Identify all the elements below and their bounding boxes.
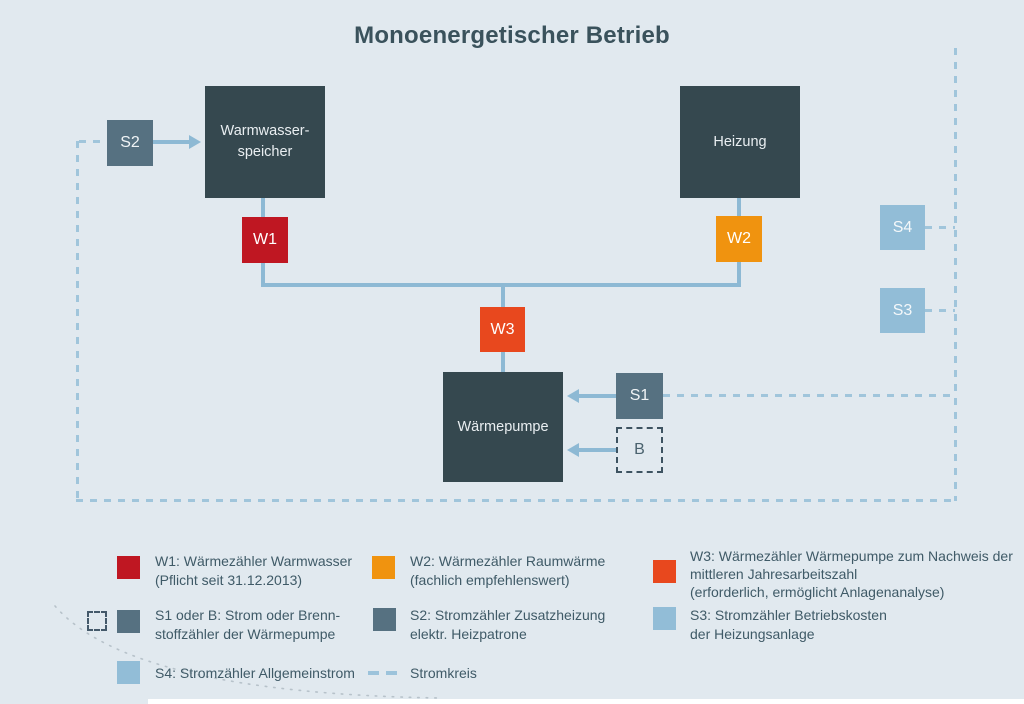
node-meter-b: B	[616, 427, 663, 473]
arrow-s2-to-warmwasser-line	[153, 140, 190, 144]
node-meter-s3-label: S3	[892, 301, 913, 319]
node-heizung: Heizung	[680, 86, 800, 198]
diagram-title: Monoenergetischer Betrieb	[354, 22, 670, 49]
stromkreis-left-vertical	[76, 141, 79, 501]
stromkreis-s4-connector	[925, 226, 955, 229]
arrow-b-to-waermepumpe-line	[578, 448, 616, 452]
arrow-s1-to-waermepumpe-line	[578, 394, 616, 398]
node-meter-s1: S1	[616, 373, 663, 419]
legend-text-s1b: S1 oder B: Strom oder Brenn- stoffzähler…	[155, 607, 341, 642]
node-waermepumpe-label: Wärmepumpe	[457, 418, 549, 435]
node-meter-w3-label: W3	[490, 320, 515, 338]
legend-swatch-b-dashed	[87, 611, 107, 631]
legend-swatch-s3	[653, 607, 676, 630]
legend-text-s4: S4: Stromzähler Allgemeinstrom	[155, 665, 355, 681]
node-meter-b-label: B	[634, 441, 645, 458]
stromkreis-s2-connector	[79, 140, 107, 143]
stromkreis-s1-connector	[663, 394, 955, 397]
legend-swatch-s2	[373, 608, 396, 631]
node-meter-w2: W2	[716, 216, 762, 262]
legend-swatch-w1	[117, 556, 140, 579]
bottom-white-strip	[148, 699, 1024, 704]
legend-text-w3: W3: Wärmezähler Wärmepumpe zum Nachweis …	[690, 548, 1013, 600]
node-meter-s4-label: S4	[892, 218, 913, 236]
node-warmwasserspeicher: Warmwasser- speicher	[205, 86, 325, 198]
arrow-s1-to-waermepumpe-head	[567, 389, 579, 403]
node-meter-s3: S3	[880, 288, 925, 333]
node-meter-s2-label: S2	[120, 134, 140, 151]
stromkreis-bottom-horizontal	[76, 499, 957, 502]
legend-swatch-w3	[653, 560, 676, 583]
arrow-b-to-waermepumpe-head	[567, 443, 579, 457]
legend-swatch-w2	[372, 556, 395, 579]
node-meter-w1-label: W1	[253, 231, 277, 248]
legend-text-w1: W1: Wärmezähler Warmwasser (Pflicht seit…	[155, 553, 353, 588]
node-meter-s2: S2	[107, 120, 153, 166]
legend-swatch-stromkreis	[368, 671, 397, 675]
legend-text-stromkreis: Stromkreis	[410, 665, 477, 681]
node-meter-w1: W1	[242, 217, 288, 263]
pipe-bus-horizontal	[261, 283, 741, 287]
node-waermepumpe: Wärmepumpe	[443, 372, 563, 482]
node-meter-s4: S4	[880, 205, 925, 250]
legend-swatch-s1	[117, 610, 140, 633]
legend-text-s2: S2: Stromzähler Zusatzheizung elektr. He…	[410, 607, 606, 642]
legend-text-w2: W2: Wärmezähler Raumwärme (fachlich empf…	[410, 553, 606, 588]
legend-swatch-s4	[117, 661, 140, 684]
arrow-s2-to-warmwasser-head	[189, 135, 201, 149]
stromkreis-right-vertical	[954, 48, 957, 501]
node-meter-w3: W3	[480, 307, 525, 352]
node-warmwasserspeicher-label: Warmwasser- speicher	[220, 123, 310, 160]
legend-text-s3: S3: Stromzähler Betriebskosten der Heizu…	[690, 607, 887, 642]
node-meter-s1-label: S1	[629, 387, 650, 404]
node-meter-w2-label: W2	[727, 230, 751, 247]
node-heizung-label: Heizung	[713, 133, 767, 150]
stromkreis-s3-connector	[925, 309, 955, 312]
